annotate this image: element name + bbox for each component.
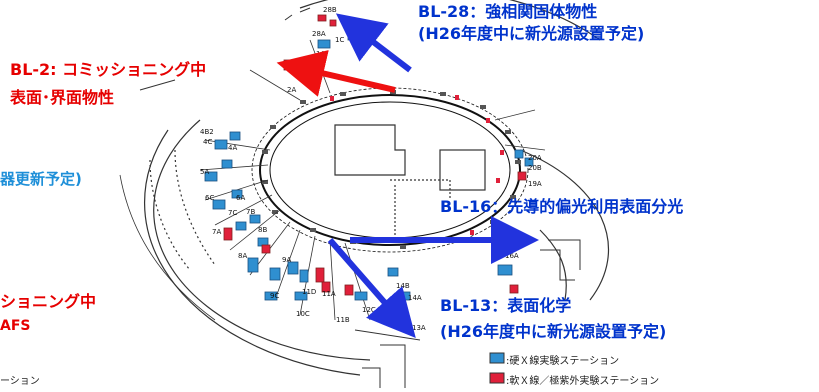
station-label: 6C [205, 194, 214, 202]
station-label: 12C [362, 306, 376, 314]
station-label: 9C [270, 292, 279, 300]
station-label: 4C [203, 138, 212, 146]
arrows [276, 13, 539, 339]
inner-buildings [334, 124, 486, 235]
station-label: 7C [228, 209, 237, 217]
bl16-title: BL-16：先導的偏光利用表面分光 [440, 197, 684, 216]
station-label: 14A [408, 294, 422, 302]
bl2-arrow [276, 50, 396, 97]
station-label: 11B [336, 316, 350, 324]
bl28-note: (H26年度中に新光源設置予定) [418, 24, 645, 43]
legend-hard-xray: :硬Ｘ線実験ステーション [506, 356, 620, 367]
left-red-fragment-2: AFS [0, 318, 31, 334]
station-label: 5A [200, 168, 209, 176]
station-label: 7A [212, 228, 221, 236]
bl13-note: (H26年度中に新光源設置予定) [440, 322, 667, 341]
station-label: 19A [528, 180, 542, 188]
station-label: 6A [236, 194, 245, 202]
station-label: 7B [246, 208, 255, 216]
station-label: 1C [335, 36, 344, 44]
hard-xray-stations [204, 31, 534, 301]
station-label: 16A [505, 252, 519, 260]
station-label: 28B [323, 6, 337, 14]
storage-ring [251, 87, 529, 253]
beamline-lines [199, 39, 546, 321]
station-label: 2A [287, 86, 296, 94]
station-label: 8A [238, 252, 247, 260]
legend-hard-swatch [489, 352, 505, 364]
legend-soft-swatch [489, 372, 505, 384]
station-label: 11D [302, 288, 316, 296]
station-label: 11A [322, 290, 336, 298]
station-label: 9A [282, 256, 291, 264]
station-label: 20A [528, 154, 542, 162]
station-label: 20B [528, 164, 542, 172]
bl2-subtitle: 表面･界面物性 [10, 88, 115, 107]
left-cyan-fragment: 器更新予定) [0, 170, 82, 188]
station-label: 4A [228, 144, 237, 152]
legend-soft-xray: :軟Ｘ線／極紫外実験ステーション [506, 376, 660, 387]
bl13-arrow [327, 238, 416, 339]
soft-xray-stations [223, 14, 527, 327]
bl13-title: BL-13：表面化学 [440, 296, 572, 315]
legend-left-fragment: ーション [0, 376, 40, 387]
station-label: 4B2 [200, 128, 214, 136]
station-label: 8B [258, 226, 267, 234]
hall-outline [119, 0, 610, 376]
bl2-title: BL-2: コミッショニング中 [10, 60, 207, 79]
left-red-fragment-1: ショニング中 [0, 292, 97, 311]
station-label: 10C [296, 310, 310, 318]
station-labels: 28B 28A 1A 1C 2A 20A 20B 19A 4B2 4C 4A 5A 6C 6A 7C 7B 7A… [200, 6, 542, 332]
station-label: 28A [312, 30, 326, 38]
ring-red-marks [330, 95, 504, 235]
bl28-arrow [335, 13, 412, 73]
station-label: 13A [412, 324, 426, 332]
station-label: 14B [396, 282, 410, 290]
station-label: 1A [316, 50, 325, 58]
bl28-title: BL-28：強相関固体物性 [418, 2, 598, 21]
